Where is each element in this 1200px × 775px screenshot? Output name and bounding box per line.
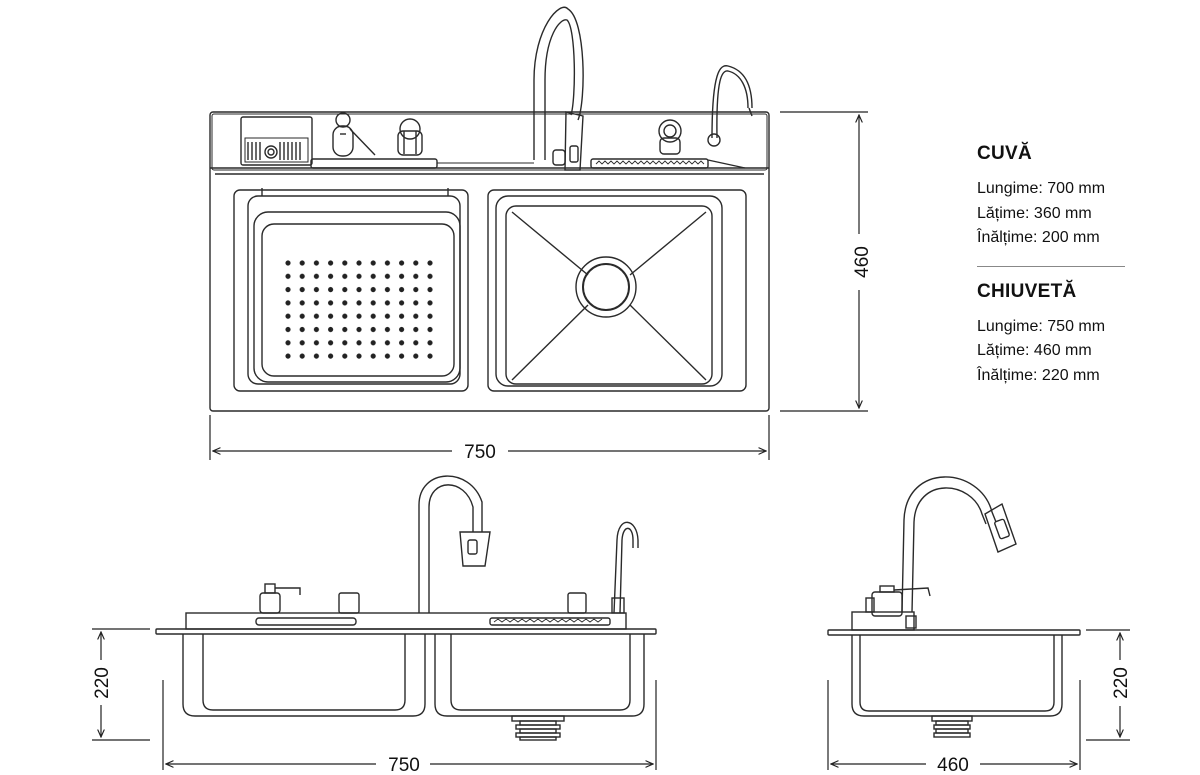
- main-basin: [487, 189, 747, 392]
- top-width-label: 750: [464, 442, 496, 463]
- front-knob-icon-2: [567, 592, 587, 614]
- top-view: [209, 6, 770, 412]
- top-height-label: 460: [852, 246, 873, 278]
- side-faucet-icon: [901, 476, 1017, 613]
- front-view: [155, 475, 657, 741]
- front-width-label: 750: [388, 755, 420, 775]
- colander-basin: [233, 188, 469, 392]
- side-height-label: 220: [1111, 667, 1132, 699]
- round-button-icon: [658, 119, 682, 155]
- side-soap-dispenser-icon: [865, 585, 931, 629]
- front-soap-dispenser-icon: [259, 583, 301, 614]
- front-drinking-tap-icon: [611, 521, 639, 614]
- sink-title: CHIUVETĂ: [977, 280, 1077, 302]
- sink-width: Lățime: 460 mm: [977, 342, 1092, 359]
- front-knob-icon: [338, 592, 360, 614]
- top-view-dimensions: [209, 111, 868, 460]
- front-drain-icon: [511, 715, 565, 741]
- side-width-label: 460: [937, 755, 969, 775]
- front-view-dimensions: [92, 628, 657, 770]
- sink-outline: [209, 111, 770, 412]
- basin-title: CUVĂ: [977, 143, 1033, 164]
- sink-length: Lungime: 750 mm: [977, 317, 1106, 335]
- pull-out-faucet-icon: [533, 6, 584, 171]
- basin-length: Lungime: 700 mm: [977, 180, 1106, 197]
- soap-dispenser-icon: [332, 112, 376, 157]
- front-height-label: 220: [92, 667, 113, 699]
- drinking-water-tap-icon: [707, 65, 753, 147]
- sink-height: Înălțime: 220 mm: [977, 366, 1100, 384]
- cup-washer-icon: [590, 158, 746, 169]
- side-drain-icon: [931, 715, 973, 738]
- knob-icon: [397, 118, 423, 156]
- basin-width: Lățime: 360 mm: [977, 204, 1092, 222]
- front-faucet-icon: [418, 475, 491, 613]
- side-view: [827, 476, 1081, 738]
- side-view-dimensions: [827, 629, 1130, 770]
- control-panel-icon: [240, 116, 313, 166]
- drain-icon: [575, 256, 637, 318]
- basin-height: Înălțime: 200 mm: [977, 229, 1100, 246]
- specs-divider: [977, 265, 1125, 267]
- specs-panel: CUVĂ Lungime: 700 mm Lățime: 360 mm Înăl…: [977, 143, 1137, 388]
